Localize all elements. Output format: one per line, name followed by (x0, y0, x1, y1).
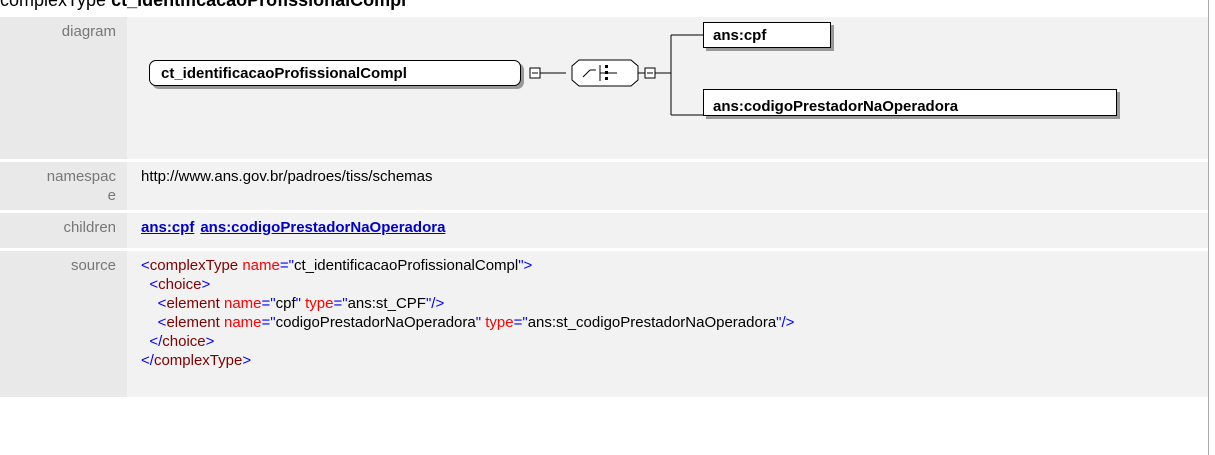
source-line-3: <element name="cpf" type="ans:st_CPF"/> (157, 295, 445, 312)
diagram-label: diagram (0, 17, 127, 159)
right-border (1208, 0, 1209, 455)
child-link-codigo-prestador[interactable]: ans:codigoPrestadorNaOperadora (200, 219, 446, 236)
schema-diagram: ct_identificacaoProfissionalCompl ans:cp… (141, 22, 1200, 155)
namespace-row: namespac e http://www.ans.gov.br/padroes… (0, 162, 1208, 210)
title-name: ct_identificacaoProfissionalCompl (111, 0, 407, 10)
source-label: source (0, 251, 127, 397)
diagram-cell: ct_identificacaoProfissionalCompl ans:cp… (127, 17, 1208, 159)
source-code: <complexType name="ct_identificacaoProfi… (127, 251, 1208, 397)
source-line-6: </complexType> (141, 352, 252, 369)
source-line-1: <complexType name="ct_identificacaoProfi… (141, 257, 533, 274)
children-row: children ans:cpf ans:codigoPrestadorNaOpe… (0, 213, 1208, 248)
namespace-value: http://www.ans.gov.br/padroes/tiss/schem… (127, 162, 1208, 210)
children-label: children (0, 213, 127, 248)
source-line-4: <element name="codigoPrestadorNaOperador… (157, 314, 795, 331)
diagram-row: diagram (0, 17, 1208, 159)
root-type-box[interactable]: ct_identificacaoProfissionalCompl (149, 60, 521, 86)
source-line-2: <choice> (149, 276, 211, 293)
element-box-cpf[interactable]: ans:cpf (703, 22, 831, 48)
element-box-codigo-prestador[interactable]: ans:codigoPrestadorNaOperadora (703, 89, 1117, 116)
source-line-5: </choice> (149, 333, 215, 350)
namespace-label: namespac e (0, 162, 127, 210)
title-prefix: complexType (0, 0, 112, 10)
children-links: ans:cpf ans:codigoPrestadorNaOperadora (127, 213, 1208, 248)
page-title: complexType ct_identificacaoProfissional… (0, 0, 406, 12)
child-link-cpf[interactable]: ans:cpf (141, 219, 195, 236)
source-row: source <complexType name="ct_identificac… (0, 251, 1208, 397)
schema-table: diagram (0, 14, 1208, 400)
